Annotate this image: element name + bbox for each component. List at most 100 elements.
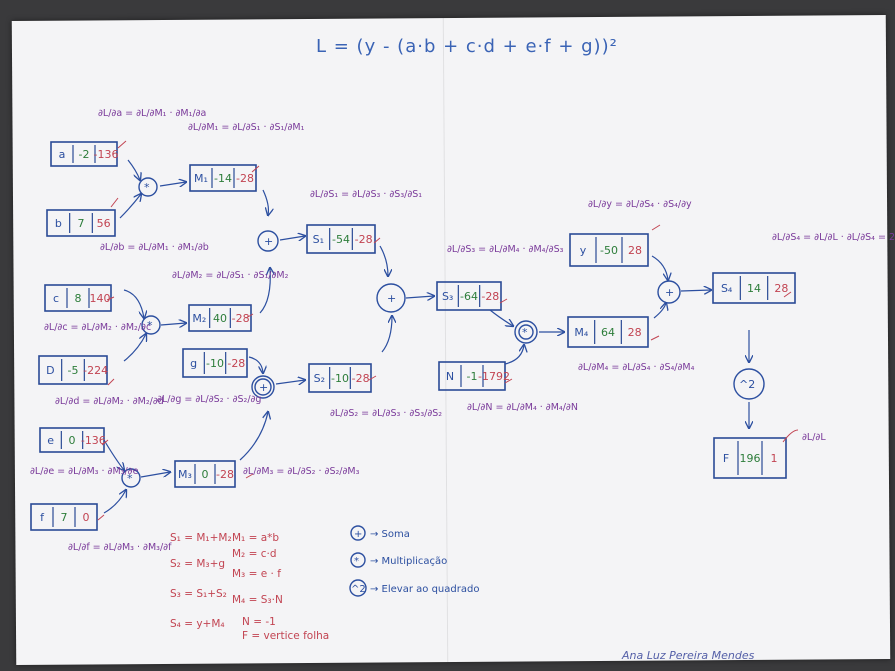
- op-plus-s2: +: [251, 375, 275, 399]
- node-d: D -5 -224: [38, 355, 108, 385]
- svg-text:+: +: [665, 286, 674, 299]
- svg-text:+: +: [259, 381, 268, 394]
- node-m1: M₁ -14 -28: [189, 164, 257, 192]
- svg-text:^2: ^2: [739, 378, 755, 391]
- node-value: -5: [68, 364, 79, 377]
- grad-g: ∂L/∂g = ∂L/∂S₂ · ∂S₂/∂g: [157, 394, 261, 405]
- grad-f: ∂L/∂f = ∂L/∂M₃ · ∂M₃/∂f: [68, 542, 172, 553]
- node-c: c 8 140: [44, 284, 112, 312]
- node-label: e: [47, 434, 54, 447]
- node-label: f: [40, 511, 45, 524]
- def-m2: M₂ = c·d: [232, 548, 277, 560]
- def-n: N = -1: [242, 616, 276, 628]
- svg-text:*: *: [522, 326, 528, 339]
- def-m1: M₁ = a*b: [232, 532, 279, 544]
- op-square: ^2: [733, 368, 765, 400]
- node-label: M₃: [178, 468, 192, 481]
- grad-m2: ∂L/∂M₂ = ∂L/∂S₁ · ∂S₁/∂M₂: [172, 270, 289, 281]
- node-value: 7: [78, 217, 85, 230]
- node-label: g: [190, 357, 197, 370]
- node-e: e 0 -136: [39, 427, 106, 453]
- grad-f-leaf: ∂L/∂L: [802, 432, 826, 443]
- grad-s3: ∂L/∂S₃ = ∂L/∂M₄ · ∂M₄/∂S₃: [447, 244, 564, 255]
- node-grad: 28: [774, 282, 788, 295]
- node-value: 196: [740, 452, 761, 465]
- def-f: F = vertice folha: [242, 630, 329, 642]
- node-grad: -28: [232, 312, 250, 325]
- node-label: M₄: [574, 326, 588, 339]
- node-label: S₃: [442, 290, 453, 303]
- svg-text:*: *: [147, 319, 153, 332]
- op-mult-3: *: [121, 468, 141, 488]
- svg-text:*: *: [354, 556, 359, 567]
- grad-s4: ∂L/∂S₄ = ∂L/∂L · ∂L/∂S₄ = 2S₄: [772, 232, 895, 243]
- node-value: -14: [214, 172, 232, 185]
- node-n: N-1-1792: [438, 361, 510, 391]
- grad-m1: ∂L/∂M₁ = ∂L/∂S₁ · ∂S₁/∂M₁: [188, 122, 305, 133]
- svg-text:+: +: [264, 235, 273, 248]
- svg-text:*: *: [127, 472, 133, 485]
- grad-e: ∂L/∂e = ∂L/∂M₃ · ∂M₃/∂e: [30, 466, 139, 477]
- legend: + → Soma * → Multiplicação ^2 → Elevar a…: [349, 525, 479, 597]
- node-label: F: [723, 452, 729, 465]
- node-label: c: [53, 292, 59, 305]
- grad-s2: ∂L/∂S₂ = ∂L/∂S₃ · ∂S₃/∂S₂: [330, 408, 442, 419]
- node-label: D: [46, 364, 54, 377]
- grad-m3: ∂L/∂M₃ = ∂L/∂S₂ · ∂S₂/∂M₃: [243, 466, 360, 477]
- node-value: -1: [467, 370, 478, 383]
- node-s3: S₃ -64-28: [436, 281, 502, 311]
- legend-square: → Elevar ao quadrado: [370, 584, 479, 595]
- node-grad: -136: [94, 148, 119, 161]
- node-value: 8: [75, 292, 82, 305]
- node-value: 7: [61, 511, 68, 524]
- node-grad: 28: [628, 326, 642, 339]
- node-grad: -28: [216, 468, 234, 481]
- node-value: -10: [331, 372, 349, 385]
- node-grad: 0: [83, 511, 90, 524]
- node-value: -64: [460, 290, 478, 303]
- node-value: -54: [332, 233, 350, 246]
- signature: Ana Luz Pereira Mendes: [621, 649, 755, 662]
- grad-a: ∂L/∂a = ∂L/∂M₁ · ∂M₁/∂a: [98, 108, 206, 119]
- op-plus-s1: +: [257, 230, 279, 252]
- node-grad: -28: [481, 290, 499, 303]
- node-a: a -2 -136: [50, 141, 119, 167]
- node-f: f 7 0: [30, 503, 98, 531]
- node-s2: S₂-10-28: [308, 363, 372, 393]
- grad-d: ∂L/∂d = ∂L/∂M₂ · ∂M₂/∂d: [55, 396, 164, 407]
- op-mult-1: *: [138, 177, 158, 197]
- op-plus-s3: +: [376, 283, 406, 313]
- node-value: 0: [69, 434, 76, 447]
- grad-c: ∂L/∂c = ∂L/∂M₂ · ∂M₂/∂c: [44, 322, 151, 333]
- def-m4: M₄ = S₃·N: [232, 594, 283, 606]
- node-label: S₂: [314, 372, 325, 385]
- node-value: 40: [213, 312, 227, 325]
- node-label: M₁: [194, 172, 208, 185]
- node-grad: -1792: [478, 370, 510, 383]
- node-grad: -136: [81, 434, 106, 447]
- node-grad: -28: [227, 357, 245, 370]
- node-value: -2: [79, 148, 90, 161]
- grad-s1: ∂L/∂S₁ = ∂L/∂S₃ · ∂S₃/∂S₁: [310, 189, 422, 200]
- def-s3: S₃ = S₁+S₂: [170, 588, 227, 600]
- node-label: S₁: [313, 233, 324, 246]
- node-grad: 56: [97, 217, 111, 230]
- node-grad: -28: [236, 172, 254, 185]
- node-grad: -224: [83, 364, 108, 377]
- grad-m4: ∂L/∂M₄ = ∂L/∂S₄ · ∂S₄/∂M₄: [578, 362, 695, 373]
- gradient-arrows: [97, 140, 799, 521]
- def-s4: S₄ = y+M₄: [170, 618, 225, 630]
- node-value: 14: [747, 282, 761, 295]
- node-grad: 140: [90, 292, 111, 305]
- node-label: y: [580, 244, 587, 257]
- svg-text:+: +: [387, 292, 396, 305]
- node-label: S₄: [721, 282, 733, 295]
- legend-mult: → Multiplicação: [370, 556, 447, 567]
- node-label: a: [59, 148, 66, 161]
- loss-formula: L = (y - (a·b + c·d + e·f + g))²: [316, 36, 618, 57]
- node-grad: -28: [355, 233, 373, 246]
